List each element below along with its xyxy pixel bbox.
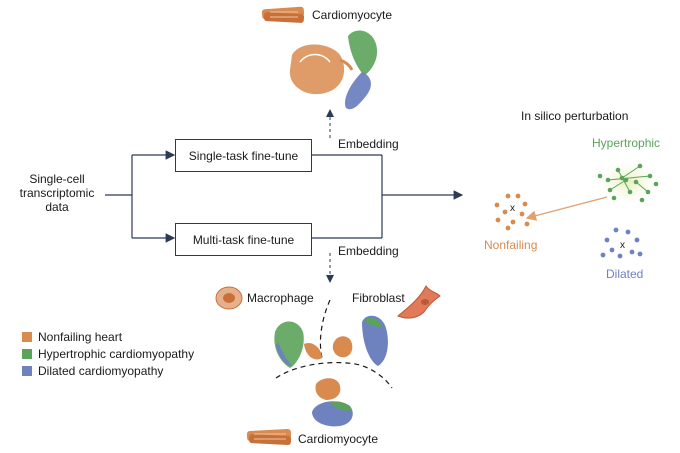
macrophage-label: Macrophage	[247, 291, 314, 305]
legend-item-hypertrophic: Hypertrophic cardiomyopathy	[22, 347, 194, 361]
nonfailing-centroid-marker: x	[510, 203, 515, 214]
single-task-label: Single-task fine-tune	[188, 148, 299, 163]
multi-task-box: Multi-task fine-tune	[175, 223, 312, 256]
legend-swatch-nonfailing	[22, 332, 32, 342]
input-label-line1: Single-cell	[29, 172, 85, 186]
cardiomyocyte-label-top: Cardiomyocyte	[312, 8, 393, 22]
umap-cardiomyocyte-top	[289, 30, 378, 110]
input-label: Single-cell transcriptomic data	[12, 172, 102, 214]
legend-item-nonfailing: Nonfailing heart	[22, 330, 122, 344]
legend-label-nonfailing: Nonfailing heart	[38, 330, 123, 344]
input-label-line3: data	[45, 200, 69, 214]
umap-cardiomyocyte-bottom	[312, 378, 353, 427]
legend-swatch-dilated	[22, 366, 32, 376]
fibroblast-icon	[397, 285, 441, 319]
perturbation-arrow	[525, 196, 608, 221]
dilated-dots	[600, 227, 643, 259]
embedding-label-top: Embedding	[338, 137, 399, 151]
legend-item-dilated: Dilated cardiomyopathy	[22, 364, 163, 378]
legend-label-dilated: Dilated cardiomyopathy	[38, 364, 164, 378]
dilated-centroid-marker: x	[620, 240, 625, 251]
nonfailing-label: Nonfailing	[484, 238, 538, 252]
dilated-label: Dilated	[606, 267, 644, 281]
perturbation-title: In silico perturbation	[521, 109, 629, 123]
nonfailing-dots	[494, 193, 530, 231]
embedding-label-bottom: Embedding	[338, 244, 399, 258]
cardiomyocyte-label-bottom: Cardiomyocyte	[298, 432, 379, 446]
single-task-box: Single-task fine-tune	[175, 139, 312, 172]
legend-label-hypertrophic: Hypertrophic cardiomyopathy	[38, 347, 195, 361]
legend-swatch-hypertrophic	[22, 349, 32, 359]
hypertrophic-label: Hypertrophic	[592, 136, 661, 150]
input-label-line2: transcriptomic	[19, 186, 95, 200]
flow-connectors	[105, 150, 464, 243]
hypertrophic-network	[592, 158, 664, 206]
macrophage-icon	[215, 286, 243, 310]
cardiomyocyte-icon-bottom	[246, 429, 292, 445]
multi-task-label: Multi-task fine-tune	[192, 232, 295, 247]
umap-fibroblast	[332, 315, 388, 366]
umap-macrophage	[274, 321, 322, 368]
fibroblast-label: Fibroblast	[352, 291, 405, 305]
cardiomyocyte-icon	[261, 6, 305, 23]
